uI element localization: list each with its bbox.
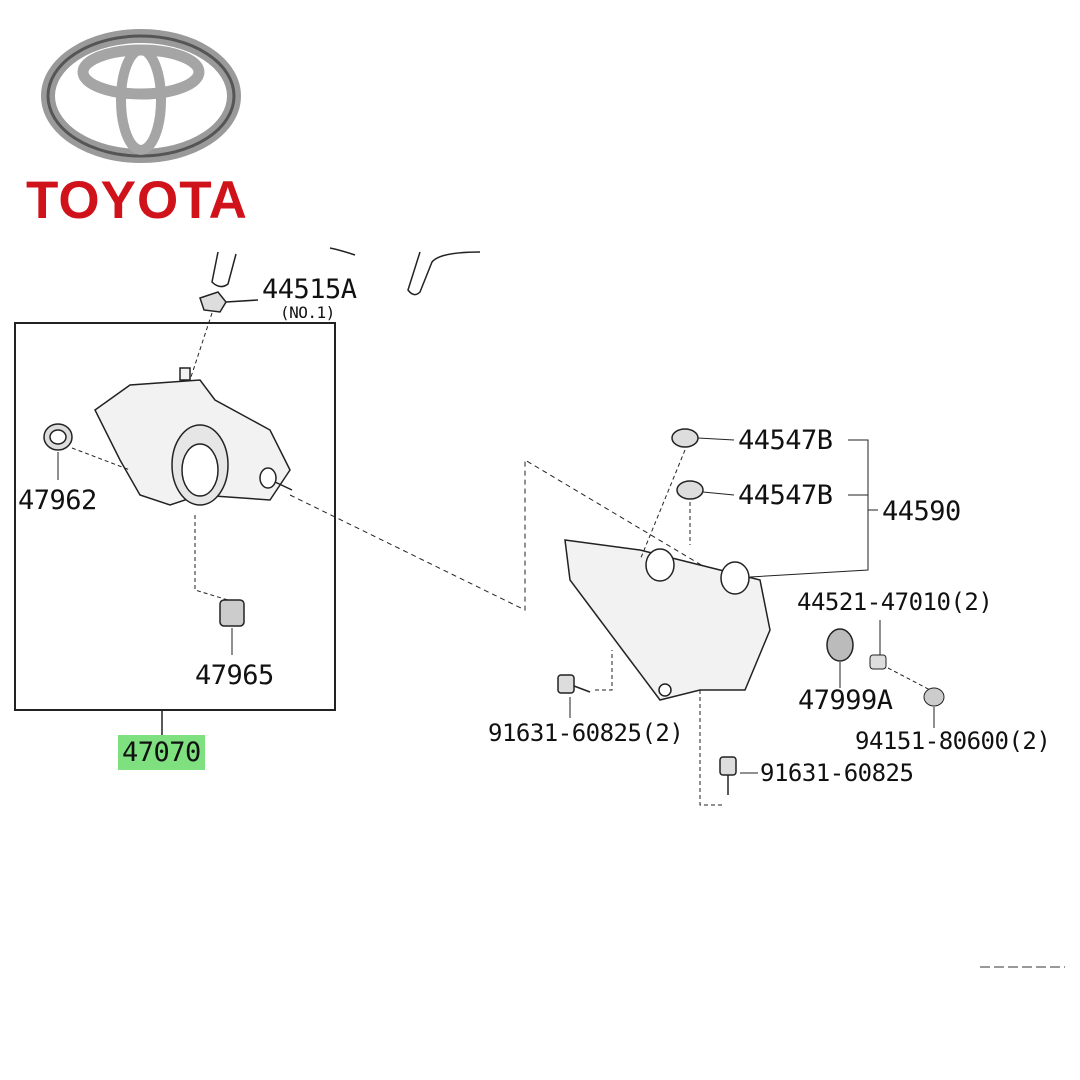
bolt-44521-icon — [869, 654, 887, 670]
part-label-44590[interactable]: 44590 — [882, 496, 961, 527]
part-label-47999a[interactable]: 47999A — [798, 685, 893, 716]
part-label-91631-60825-2[interactable]: 91631-60825(2) — [488, 719, 684, 747]
brand-wordmark: TOYOTA — [26, 171, 248, 230]
part-label-44515a[interactable]: 44515A — [262, 274, 357, 305]
part-note-no1: (NO.1) — [280, 303, 335, 322]
part-label-91631-60825[interactable]: 91631-60825 — [760, 759, 914, 787]
toyota-logo-icon — [41, 29, 241, 163]
grommet-44547b-icon — [671, 428, 704, 500]
part-label-94151-80600[interactable]: 94151-80600(2) — [855, 727, 1051, 755]
part-label-44547b-1[interactable]: 44547B — [738, 425, 833, 456]
hose-fragment — [211, 247, 481, 296]
nut-94151-icon — [923, 687, 945, 707]
nut-47965-icon — [219, 599, 245, 627]
part-label-47965[interactable]: 47965 — [195, 660, 274, 691]
nut-44515a-icon — [199, 291, 259, 313]
part-label-47962[interactable]: 47962 — [18, 485, 97, 516]
part-label-44521-47010[interactable]: 44521-47010(2) — [797, 588, 993, 616]
seal-ring-47962-icon — [43, 423, 73, 451]
bracket-44590 — [564, 539, 771, 701]
highlighted-part-number: 47070 — [118, 735, 205, 770]
actuator-assembly — [94, 367, 293, 506]
part-label-44547b-2[interactable]: 44547B — [738, 480, 833, 511]
part-label-47070[interactable]: 47070 — [118, 735, 205, 770]
bushing-47999a-icon — [826, 628, 854, 662]
bolt-91631-icon — [557, 674, 737, 795]
